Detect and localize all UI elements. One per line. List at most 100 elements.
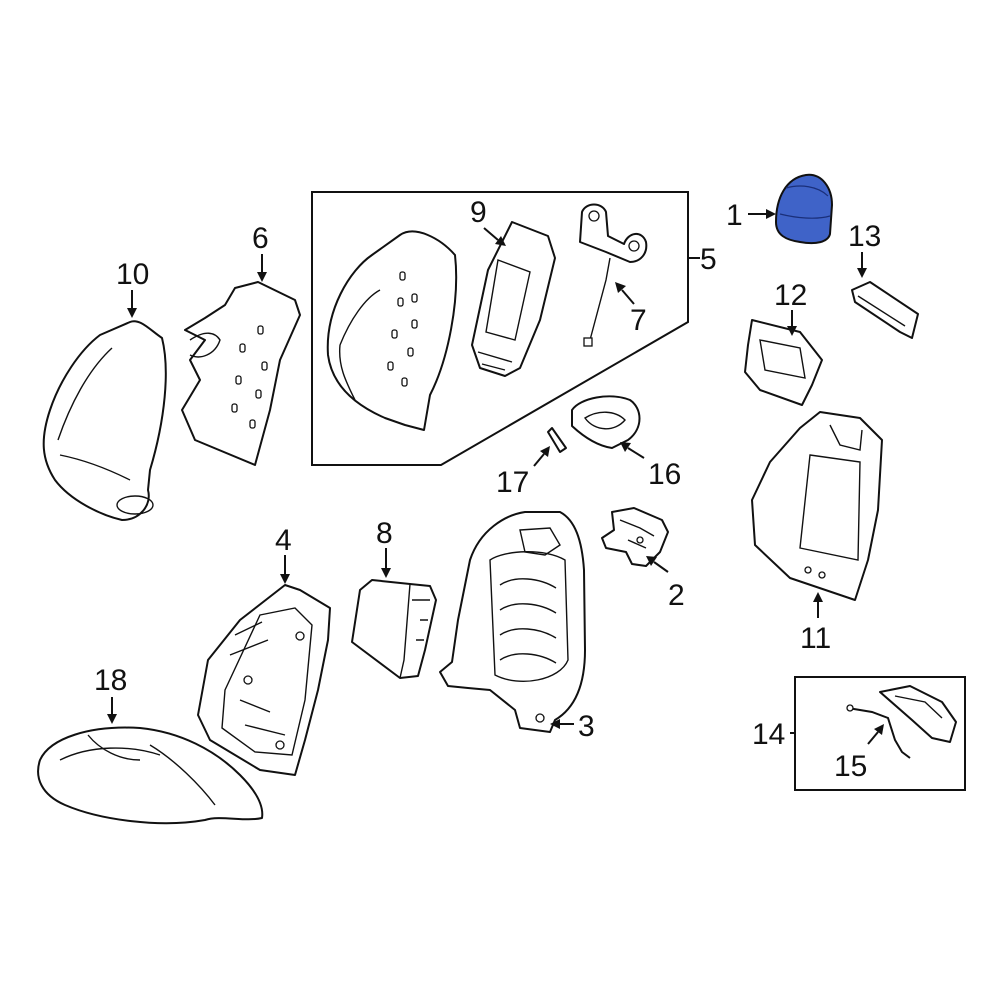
part-shape [351, 579, 437, 679]
part-detail [759, 339, 806, 379]
leader-7 [621, 289, 635, 305]
callout-17: 17 [496, 466, 529, 499]
arrowhead [280, 574, 290, 584]
pad-slot [239, 343, 246, 353]
pad-slot [411, 319, 418, 329]
part-12-storage-bracket[interactable] [744, 319, 823, 406]
arrowhead [127, 308, 137, 318]
part-3-seatback-frame[interactable] [439, 511, 586, 733]
part-detail [519, 527, 561, 556]
part-11-back-panel[interactable] [751, 411, 883, 601]
arrowhead [107, 714, 117, 724]
part-shape [571, 395, 641, 449]
part-shape [547, 427, 567, 453]
callout-5: 5 [700, 243, 717, 276]
pad-slot [255, 389, 262, 399]
part-15-rod[interactable] [846, 704, 911, 759]
part-cable [589, 257, 611, 341]
part-detail [485, 259, 531, 341]
part-hole [636, 536, 644, 544]
part-hole [628, 240, 640, 252]
part-8-control-module[interactable] [351, 579, 437, 679]
arrowhead [874, 724, 884, 735]
part-6-trim-backing[interactable] [181, 281, 301, 466]
headrest-seam [785, 185, 829, 197]
arrowhead [615, 282, 626, 293]
arrowhead [257, 272, 267, 282]
pad-slot [397, 297, 404, 307]
part-detail [477, 351, 513, 371]
callout-4: 4 [275, 524, 292, 557]
part-hole [846, 704, 854, 712]
part-shape [37, 726, 264, 825]
callout-9: 9 [470, 196, 487, 229]
part-shape [471, 221, 556, 377]
part-shape [601, 507, 669, 567]
headrest-seam [779, 213, 831, 219]
part-detail [583, 411, 626, 430]
part-detail [59, 734, 216, 806]
arrowhead [620, 442, 631, 452]
leader-2 [653, 561, 669, 573]
part-detail [857, 295, 906, 327]
pad-slot [387, 361, 394, 371]
part-connector [583, 337, 593, 347]
part-detail [499, 578, 557, 664]
part-hole [295, 631, 305, 641]
pad-slot [235, 375, 242, 385]
part-shape [439, 511, 586, 733]
part-shape [847, 707, 911, 759]
part-17-clip[interactable] [547, 427, 567, 453]
callout-8: 8 [376, 517, 393, 550]
part-detail [221, 607, 313, 756]
callout-16: 16 [648, 458, 681, 491]
part-13-clip[interactable] [851, 281, 919, 339]
part-detail [338, 289, 381, 401]
arrowhead [787, 326, 797, 336]
arrowhead [381, 568, 391, 578]
part-16-insert[interactable] [571, 395, 641, 449]
group-5-frame [311, 191, 689, 466]
part-14-trim[interactable] [879, 685, 957, 743]
part-shape [744, 319, 823, 406]
arrowhead [646, 556, 657, 566]
part-shape [181, 281, 301, 466]
callout-1: 1 [726, 199, 743, 232]
pad-slot [391, 329, 398, 339]
callout-6: 6 [252, 222, 269, 255]
pad-slot [399, 271, 406, 281]
part-1-headrest[interactable] [774, 173, 834, 245]
arrowhead [550, 719, 560, 729]
part-shape [42, 320, 167, 521]
part-hole [535, 713, 545, 723]
part-detail [619, 519, 655, 549]
callout-18: 18 [94, 664, 127, 697]
part-detail [229, 621, 286, 736]
backing-slots [231, 325, 268, 429]
part-9-heater-panel[interactable] [471, 221, 556, 377]
leaders [107, 209, 884, 745]
part-detail [829, 424, 863, 451]
pad-slot [257, 325, 264, 335]
callout-14: 14 [752, 718, 785, 751]
part-5-backrest-pad[interactable] [326, 230, 458, 431]
part-detail [489, 551, 569, 682]
part-detail [399, 583, 430, 679]
part-18-seat-cushion[interactable] [37, 726, 264, 825]
callout-12: 12 [774, 279, 807, 312]
part-4-side-frame[interactable] [197, 584, 331, 776]
part-shape [879, 685, 957, 743]
callout-3: 3 [578, 710, 595, 743]
part-hole [588, 210, 600, 222]
part-shape [851, 281, 919, 339]
part-7-lumbar-bracket[interactable] [579, 203, 648, 347]
callout-7: 7 [630, 304, 647, 337]
arrowhead [766, 209, 776, 219]
part-detail [799, 454, 861, 561]
arrowhead [540, 446, 550, 457]
pad-slot [401, 377, 408, 387]
part-2-bracket[interactable] [601, 507, 669, 567]
callout-13: 13 [848, 220, 881, 253]
part-10-backrest-cover[interactable] [42, 320, 167, 521]
